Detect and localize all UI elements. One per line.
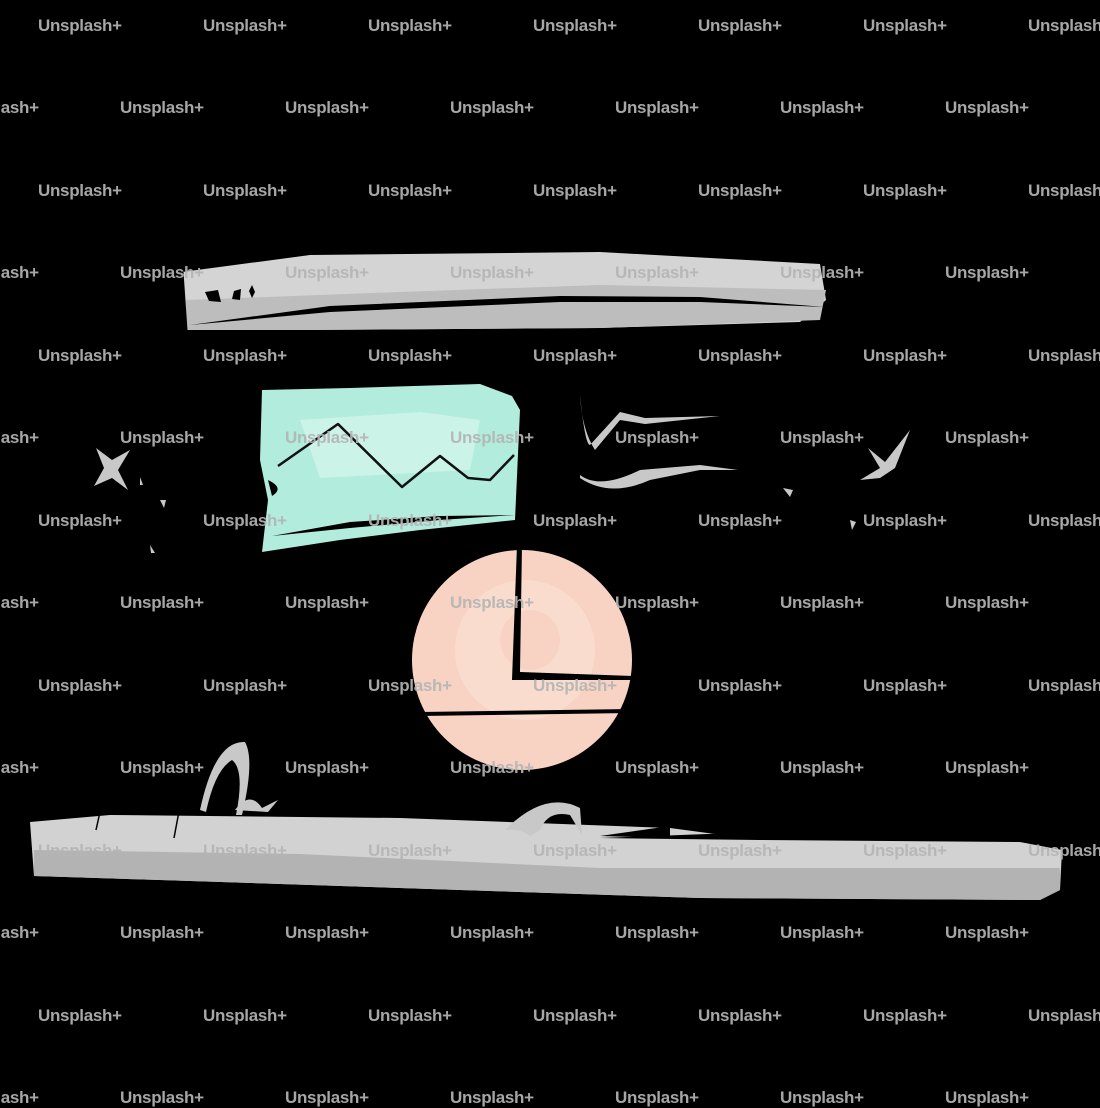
- top-bar-shape: [180, 252, 826, 331]
- sparkle-right-icon: [860, 430, 910, 480]
- decorative-scribbles: [94, 395, 910, 836]
- bottom-bar-shape: [30, 805, 1062, 900]
- pie-chart: [412, 545, 635, 770]
- line-chart-line: [277, 422, 515, 489]
- sparkle-left-icon: [94, 448, 130, 490]
- line-chart-card: [260, 384, 520, 552]
